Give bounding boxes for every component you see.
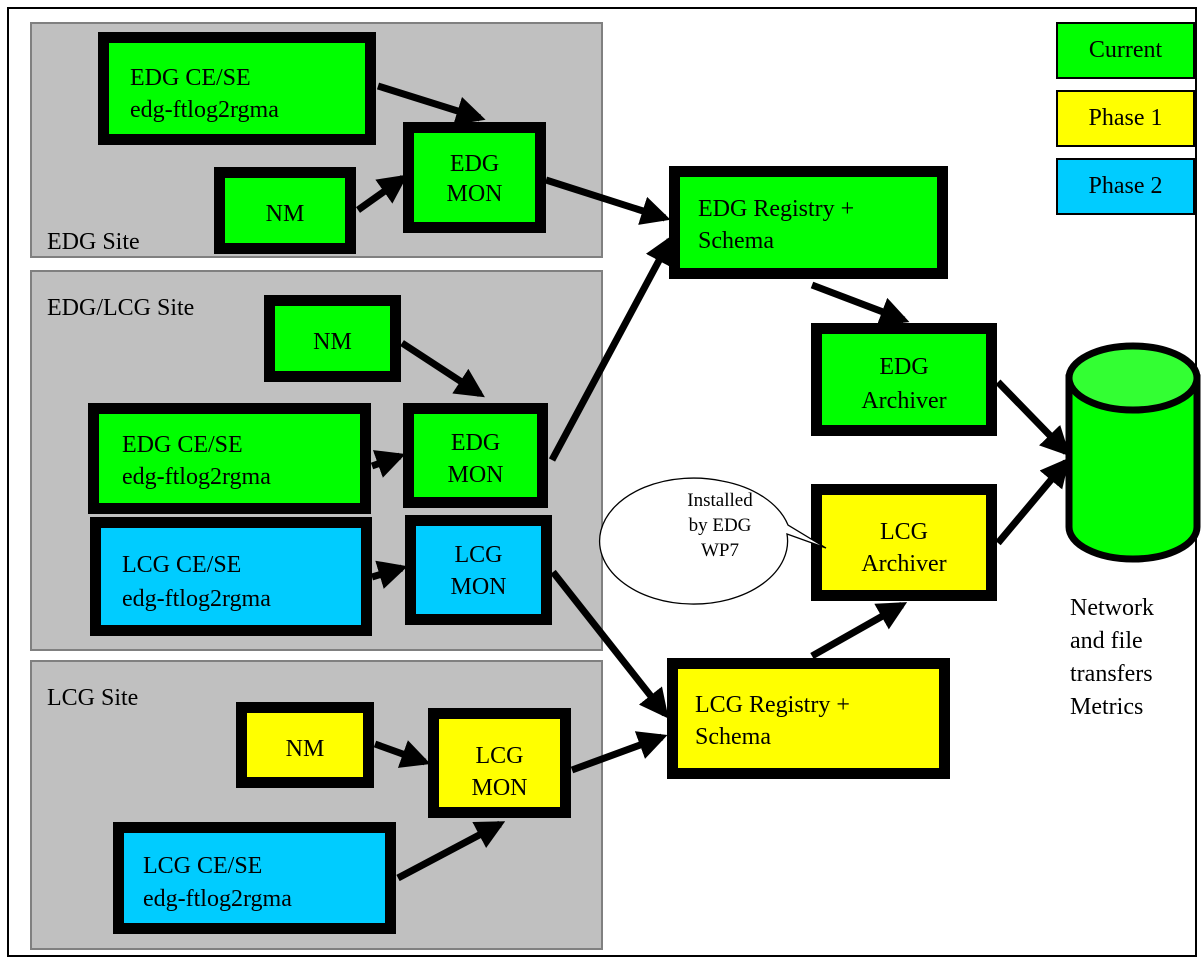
arrow-nm3-to-lcgmon2: [373, 740, 431, 768]
lcg-mon-node-1: LCG MON: [405, 515, 552, 625]
arrow-lcgmon2-to-lcgregistry: [570, 731, 668, 774]
node-label-line: EDG Registry +: [698, 196, 855, 222]
arrow-nm2-to-edgmon2: [400, 340, 485, 398]
arrow-lcgcese1-to-lcgmon1: [370, 560, 408, 589]
lcg-registry-node: LCG Registry + Schema: [667, 658, 950, 779]
node-label-line: edg-ftlog2rgma: [122, 464, 271, 490]
node-label-line: EDG: [449, 151, 500, 177]
lcg-cese-node-1: LCG CE/SE edg-ftlog2rgma: [90, 517, 372, 636]
edg-lcg-site-label: EDG/LCG Site: [47, 295, 195, 321]
node-label-line: MON: [446, 181, 503, 207]
nm-node-1: NM: [214, 167, 356, 254]
node-label-line: edg-ftlog2rgma: [122, 586, 271, 612]
node-label-line: NM: [265, 201, 305, 227]
node-label-line: edg-ftlog2rgma: [143, 886, 292, 912]
node-label-line: LCG CE/SE: [143, 853, 263, 879]
lcg-cese-node-2: LCG CE/SE edg-ftlog2rgma: [113, 822, 396, 934]
edg-cese-node-2: EDG CE/SE edg-ftlog2rgma: [88, 403, 371, 514]
callout-line: Installed: [687, 490, 753, 511]
arrow-edgregistry-to-edgarchiver: [810, 281, 910, 326]
arrow-edgmon1-to-edgregistry: [544, 176, 671, 225]
node-label-line: LCG CE/SE: [122, 552, 242, 578]
node-label-line: edg-ftlog2rgma: [130, 97, 279, 123]
edg-cese-node-1: EDG CE/SE edg-ftlog2rgma: [98, 32, 376, 145]
database-label-line: Metrics: [1070, 694, 1144, 720]
legend-phase2-label: Phase 2: [1088, 173, 1163, 199]
arrow-edgcese2-to-edgmon2: [370, 450, 406, 478]
edg-mon-node-1: EDG MON: [403, 122, 546, 233]
edg-archiver-node: EDG Archiver: [811, 323, 997, 436]
arrow-lcgmon1-to-lcgregistry: [550, 569, 669, 719]
nm-node-3: NM: [236, 702, 374, 788]
node-label-line: NM: [313, 329, 352, 355]
lcg-mon-node-2: LCG MON: [428, 708, 571, 818]
node-label-line: LCG: [475, 743, 524, 769]
lcg-site-label: LCG Site: [47, 685, 139, 711]
arrow-edgarchiver-to-database: [995, 379, 1071, 457]
database-label-line: Network: [1070, 595, 1154, 621]
callout-line: WP7: [701, 540, 739, 561]
node-label-line: LCG Registry +: [695, 692, 850, 718]
callout-text: Installed by EDG WP7: [650, 488, 790, 563]
arrow-lcgregistry-to-lcgarchiver: [810, 601, 908, 660]
database-label-line: and file: [1070, 628, 1143, 654]
arrow-nm1-to-edgmon1: [355, 174, 408, 213]
arrow-lcgcese2-to-lcgmon2: [396, 820, 506, 882]
arrow-edgcese1-to-edgmon1: [376, 82, 486, 125]
legend-current: Current: [1056, 22, 1195, 79]
edg-registry-node: EDG Registry + Schema: [669, 166, 948, 279]
database-label-line: transfers: [1070, 661, 1153, 687]
arrow-lcgarchiver-to-database: [995, 457, 1070, 546]
callout-line: by EDG: [688, 515, 752, 536]
node-label-line: LCG: [454, 542, 503, 568]
node-label-line: MON: [471, 775, 528, 801]
node-label-line: EDG: [879, 354, 929, 380]
node-label-line: MON: [447, 462, 504, 488]
edg-mon-node-2: EDG MON: [403, 403, 548, 508]
node-label-line: Archiver: [861, 551, 947, 577]
node-label-line: Schema: [695, 724, 771, 750]
node-label-line: NM: [285, 736, 325, 762]
node-label-line: EDG CE/SE: [130, 65, 251, 91]
node-label-line: EDG: [450, 430, 501, 456]
legend-phase1: Phase 1: [1056, 90, 1195, 147]
legend-phase1-label: Phase 1: [1088, 105, 1163, 131]
database-icon: [1065, 342, 1201, 563]
nm-node-2: NM: [264, 295, 401, 382]
node-label-line: MON: [450, 574, 507, 600]
node-label-line: EDG CE/SE: [122, 432, 243, 458]
node-label-line: Archiver: [861, 388, 947, 414]
arrow-edgmon2-to-edgregistry: [548, 234, 674, 462]
callout-bubble: [598, 477, 827, 605]
edg-site-label: EDG Site: [47, 229, 140, 255]
legend-phase2: Phase 2: [1056, 158, 1195, 215]
node-label-line: Schema: [698, 228, 774, 254]
legend-current-label: Current: [1088, 37, 1163, 63]
node-label-line: LCG: [880, 519, 928, 545]
database-label: Network and file transfers Metrics: [1070, 592, 1154, 724]
